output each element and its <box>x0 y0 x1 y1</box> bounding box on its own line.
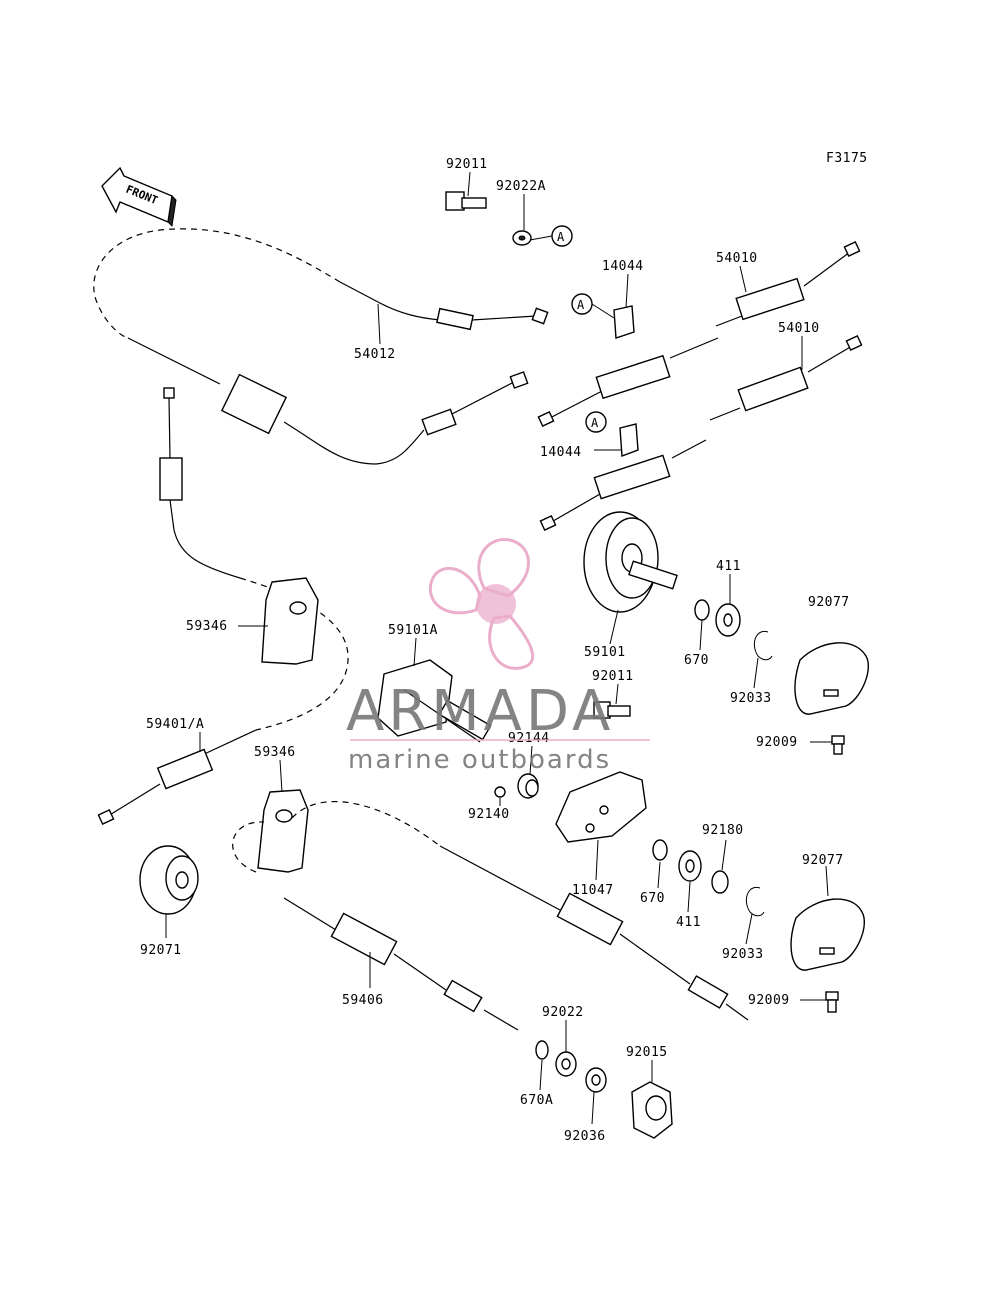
front-arrow-icon: FRONT <box>101 166 177 228</box>
clip-92033-bottom <box>745 886 765 917</box>
label-92033: 92033 <box>730 691 772 706</box>
cable-54010-lower <box>539 335 863 531</box>
bracket-59101a <box>377 659 492 743</box>
label-92015: 92015 <box>626 1045 668 1060</box>
nut-92015 <box>631 1081 673 1139</box>
washer-411-bottom <box>678 850 702 882</box>
oring-670-bottom <box>652 839 668 861</box>
washer-92180 <box>711 870 729 894</box>
washer-411-top <box>715 603 741 637</box>
ball-92140 <box>494 786 506 798</box>
washer-92022a <box>512 230 532 246</box>
ref-marker-text: A <box>557 230 565 244</box>
label-670: 670 <box>684 653 709 668</box>
label-59346: 59346 <box>186 619 228 634</box>
label-92140: 92140 <box>468 807 510 822</box>
label-54010: 54010 <box>778 321 820 336</box>
oring-670a <box>535 1040 549 1060</box>
screw-92009-top <box>831 735 845 755</box>
label-92077: 92077 <box>808 595 850 610</box>
clip-92033-top <box>753 630 773 661</box>
label-92071: 92071 <box>140 943 182 958</box>
label-92022: 92022 <box>542 1005 584 1020</box>
ref-marker-a-2: A <box>571 293 593 315</box>
label-59101a: 59101A <box>388 623 438 638</box>
label-411: 411 <box>716 559 741 574</box>
label-14044: 14044 <box>540 445 582 460</box>
label-92011: 92011 <box>446 157 488 172</box>
grommet-92071 <box>139 845 199 915</box>
lockwasher-92036 <box>585 1067 607 1093</box>
label-92144: 92144 <box>508 731 550 746</box>
watermark-tagline: marine outboards <box>348 745 611 775</box>
washer-92022 <box>555 1051 577 1077</box>
label-670: 670 <box>640 891 665 906</box>
bracket-14044-top <box>613 305 635 339</box>
label-59401-a: 59401/A <box>146 717 204 732</box>
spring-92144 <box>517 773 539 799</box>
label-92011: 92011 <box>592 669 634 684</box>
label-14044: 14044 <box>602 259 644 274</box>
label-59346: 59346 <box>254 745 296 760</box>
label-92180: 92180 <box>702 823 744 838</box>
part-labels: 92011 92022A 14044 54010 54012 54010 140… <box>140 157 850 1144</box>
boot-59346-bottom <box>257 789 309 873</box>
plate-59101 <box>583 511 678 613</box>
label-54010: 54010 <box>716 251 758 266</box>
screw-92009-bottom <box>825 991 839 1013</box>
cable-54010-upper <box>537 241 861 427</box>
label-92022a: 92022A <box>496 179 546 194</box>
oring-670-top <box>694 599 710 621</box>
label-92077: 92077 <box>802 853 844 868</box>
label-92033: 92033 <box>722 947 764 962</box>
knob-92077-top <box>794 642 870 715</box>
cable-54012 <box>93 228 549 465</box>
label-92009: 92009 <box>748 993 790 1008</box>
knob-92077-bottom <box>790 898 866 971</box>
watermark-brand: ARMADA <box>346 679 614 744</box>
bolt-92011-middle <box>593 701 631 719</box>
figure-code: F3175 <box>826 151 868 166</box>
label-92036: 92036 <box>564 1129 606 1144</box>
watermark: ARMADA marine outboards <box>346 538 650 775</box>
leader-lines <box>165 171 832 1125</box>
ref-marker-text: A <box>577 298 585 312</box>
cable-59406 <box>232 821 519 1031</box>
label-411: 411 <box>676 915 701 930</box>
label-59406: 59406 <box>342 993 384 1008</box>
label-59101: 59101 <box>584 645 626 660</box>
ref-marker-a-1: A <box>551 225 573 247</box>
cable-59401 <box>97 387 349 825</box>
ref-marker-a-3: A <box>585 411 607 433</box>
propeller-logo-icon <box>428 538 535 670</box>
label-54012: 54012 <box>354 347 396 362</box>
cable-lower-long <box>291 800 749 1021</box>
label-11047: 11047 <box>572 883 614 898</box>
bracket-14044-bottom <box>619 423 639 457</box>
label-92009: 92009 <box>756 735 798 750</box>
bracket-11047 <box>555 771 647 843</box>
boot-59346-top <box>261 577 319 665</box>
label-670a: 670A <box>520 1093 553 1108</box>
ref-marker-text: A <box>591 416 599 430</box>
bolt-92011-top <box>445 191 487 211</box>
